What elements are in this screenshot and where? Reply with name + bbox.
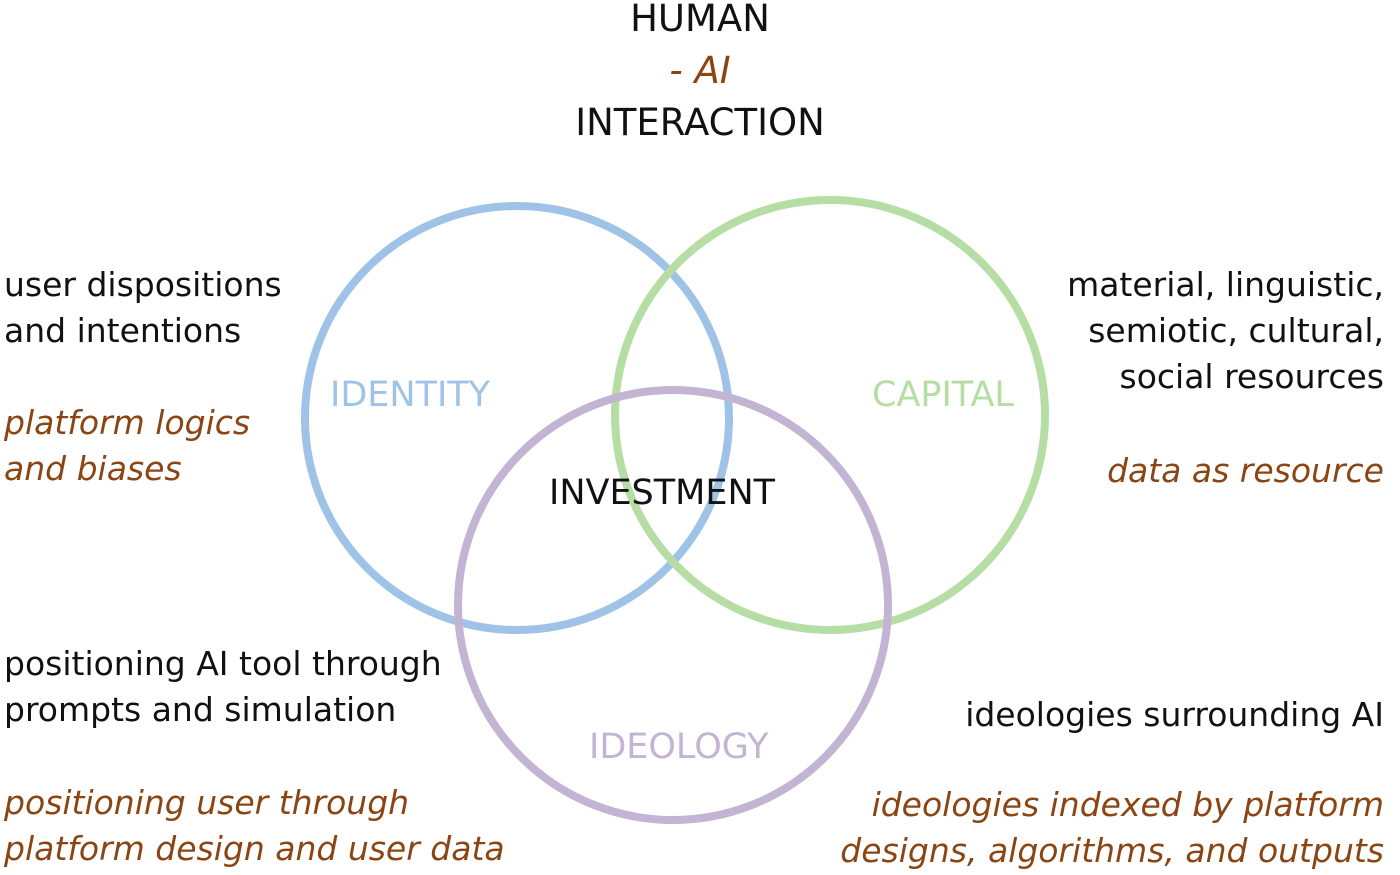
identity-label: IDENTITY <box>330 375 491 415</box>
title-human: HUMAN <box>630 0 770 40</box>
capital-circle <box>611 196 1049 634</box>
left-top-secondary-line: platform logics <box>4 403 251 442</box>
left-bottom-primary-line: prompts and simulation <box>4 690 397 729</box>
left-bottom-primary: positioning AI tool through prompts and … <box>4 641 442 733</box>
left-top-primary-line: user dispositions <box>4 265 282 304</box>
right-bottom-secondary-line: ideologies indexed by platform <box>871 785 1384 824</box>
right-bottom-primary: ideologies surrounding AI <box>965 692 1384 738</box>
right-top-primary: material, linguistic, semiotic, cultural… <box>1067 262 1384 400</box>
left-bottom-secondary: positioning user through platform design… <box>4 780 505 872</box>
right-bottom-secondary: ideologies indexed by platform designs, … <box>840 782 1384 874</box>
right-top-secondary-line: data as resource <box>1107 451 1384 490</box>
identity-circle <box>301 202 733 634</box>
right-top-secondary: data as resource <box>1107 448 1384 494</box>
right-bottom-primary-line: ideologies surrounding AI <box>965 695 1384 734</box>
right-top-primary-line: material, linguistic, <box>1067 265 1384 304</box>
left-top-primary: user dispositions and intentions <box>4 262 282 354</box>
left-top-primary-line: and intentions <box>4 311 242 350</box>
left-top-secondary-line: and biases <box>4 449 182 488</box>
ideology-label: IDEOLOGY <box>589 727 769 767</box>
left-top-secondary: platform logics and biases <box>4 400 250 492</box>
investment-label: INVESTMENT <box>549 473 776 513</box>
title-ai: - AI <box>669 49 731 92</box>
right-top-primary-line: social resources <box>1119 357 1385 396</box>
right-bottom-secondary-line: designs, algorithms, and outputs <box>840 831 1384 870</box>
right-top-primary-line: semiotic, cultural, <box>1088 311 1384 350</box>
left-bottom-secondary-line: positioning user through <box>4 783 410 822</box>
left-bottom-secondary-line: platform design and user data <box>4 829 505 868</box>
title-interaction: INTERACTION <box>575 101 825 144</box>
left-bottom-primary-line: positioning AI tool through <box>4 644 442 683</box>
ideology-circle <box>454 386 892 824</box>
capital-label: CAPITAL <box>872 375 1014 415</box>
